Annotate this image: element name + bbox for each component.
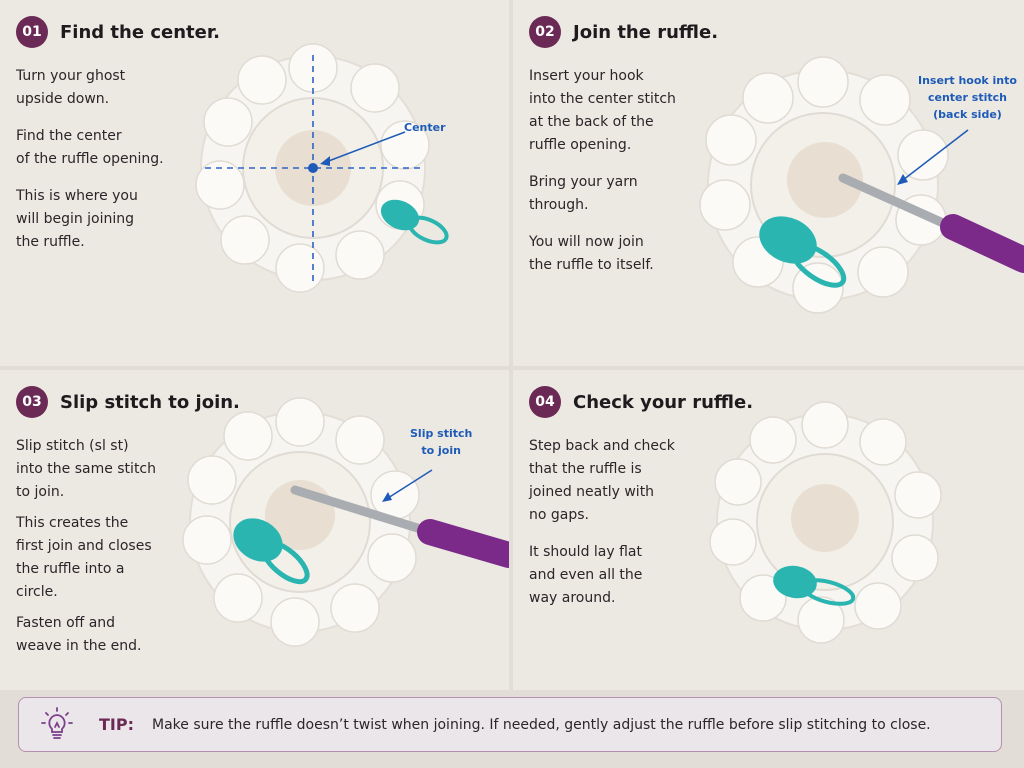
step-panel-3: 03 Slip stitch to join. Slip stitch (sl … — [0, 370, 509, 690]
instruction-paragraph: Fasten off and weave in the end. — [16, 615, 142, 654]
ruffle-photo-1 — [195, 43, 449, 293]
step-header-2: 02 Join the ruffle. — [529, 16, 718, 48]
tip-label: TIP: — [99, 715, 134, 734]
step-title: Find the center. — [60, 21, 220, 43]
instruction-paragraph: This is where you will begin joining the… — [16, 188, 138, 250]
step-panel-2: 02 Join the ruffle. Insert your hook int… — [513, 0, 1024, 366]
instruction-paragraph: Bring your yarn through. — [529, 174, 638, 213]
step-panel-1: 01 Find the center. Turn your ghost upsi… — [0, 0, 509, 366]
step-title: Slip stitch to join. — [60, 391, 240, 413]
instruction-paragraph: Step back and check that the ruffle is j… — [529, 438, 675, 523]
center-dot — [308, 163, 318, 173]
crochet-hook-3 — [290, 485, 509, 568]
stitch-marker-4 — [773, 565, 856, 606]
step-instructions-3: Slip stitch (sl st) into the same stitch… — [16, 435, 201, 666]
instruction-paragraph: Find the center of the ruffle opening. — [16, 128, 164, 167]
step-header-1: 01 Find the center. — [16, 16, 220, 48]
step-instructions-1: Turn your ghost upside down. Find the ce… — [16, 65, 201, 268]
crochet-hook-2 — [838, 173, 1024, 273]
tip-text: Make sure the ruffle doesn’t twist when … — [152, 716, 931, 733]
instruction-paragraph: Insert your hook into the center stitch … — [529, 68, 676, 153]
stitch-marker-3 — [233, 518, 310, 585]
ruffle-photo-4 — [709, 401, 942, 644]
ruffle-illustration — [699, 56, 949, 314]
instruction-paragraph: Turn your ghost upside down. — [16, 68, 126, 107]
callout-slip-stitch: Slip stitch to join — [410, 427, 473, 457]
step-number-badge: 04 — [529, 386, 561, 418]
stitch-marker-2 — [759, 216, 847, 288]
step-title: Join the ruffle. — [573, 21, 719, 43]
callout-insert-hook: Insert hook into center stitch (back sid… — [918, 74, 1017, 121]
instruction-paragraph: It should lay flat and even all the way … — [529, 544, 643, 606]
ruffle-photo-2 — [699, 56, 1024, 314]
lightbulb-icon — [41, 706, 73, 739]
ruffle-photo-3 — [182, 397, 509, 647]
step-header-4: 04 Check your ruffle. — [529, 386, 753, 418]
callout-center: Center — [404, 121, 446, 134]
step-header-3: 03 Slip stitch to join. — [16, 386, 240, 418]
step-instructions-4: Step back and check that the ruffle is j… — [529, 435, 714, 624]
step-instructions-2: Insert your hook into the center stitch … — [529, 65, 714, 291]
step-number-badge: 03 — [16, 386, 48, 418]
instruction-paragraph: Slip stitch (sl st) into the same stitch… — [16, 438, 156, 500]
step-number-badge: 01 — [16, 16, 48, 48]
step-title: Check your ruffle. — [573, 391, 754, 413]
step-number-badge: 02 — [529, 16, 561, 48]
stitch-marker-1 — [380, 199, 449, 245]
tip-banner: TIP: Make sure the ruffle doesn’t twist … — [18, 697, 1002, 752]
step-panel-4: 04 Check your ruffle. Step back and chec… — [513, 370, 1024, 690]
instruction-paragraph: This creates the first join and closes t… — [16, 515, 152, 600]
ruffle-illustration — [709, 401, 942, 644]
instruction-paragraph: You will now join the ruffle to itself. — [529, 234, 654, 273]
ruffle-illustration — [182, 397, 420, 647]
